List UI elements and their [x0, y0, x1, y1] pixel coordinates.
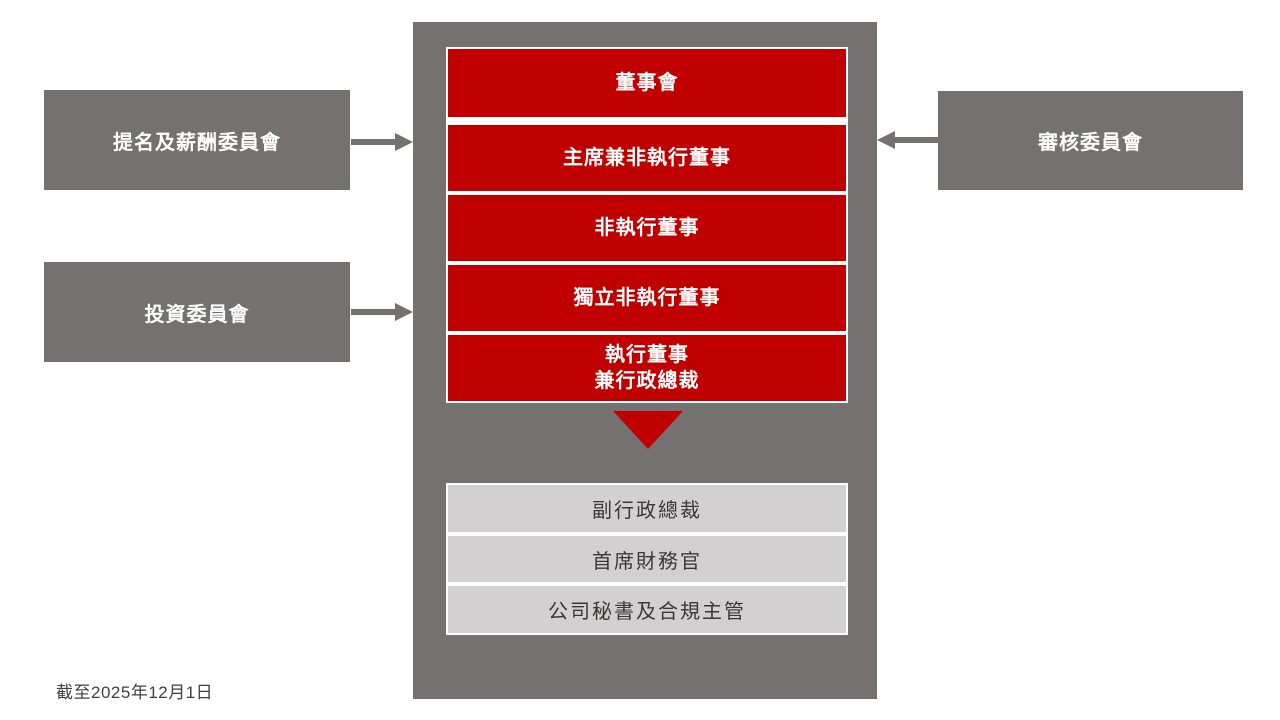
board-level-chairman-non-executive-director: 主席兼非執行董事 [448, 125, 846, 191]
board-level-executive-director-ceo: 執行董事 兼行政總裁 [448, 335, 846, 401]
management-stack: 副行政總裁 首席財務官 公司秘書及合規主管 [446, 483, 848, 635]
management-level-company-secretary-compliance-head: 公司秘書及合規主管 [448, 586, 846, 633]
board-level-board-of-directors: 董事會 [448, 49, 846, 117]
management-level-cfo: 首席財務官 [448, 536, 846, 582]
board-stack: 董事會 主席兼非執行董事 非執行董事 獨立非執行董事 執行董事 兼行政總裁 [446, 47, 848, 403]
down-arrow-icon [613, 411, 683, 449]
arrow-shaft [351, 309, 397, 315]
arrow-shaft [893, 137, 938, 143]
board-level-non-executive-directors: 非執行董事 [448, 195, 846, 261]
left-arrow-icon [877, 131, 938, 149]
committee-nomination-remuneration: 提名及薪酬委員會 [44, 90, 350, 190]
arrow-head [395, 133, 413, 151]
management-level-deputy-ceo: 副行政總裁 [448, 485, 846, 532]
arrow-head [395, 303, 413, 321]
committee-audit: 審核委員會 [938, 91, 1243, 190]
arrow-shaft [351, 139, 397, 145]
arrow-head [877, 131, 895, 149]
right-arrow-icon [351, 133, 413, 151]
right-arrow-icon [351, 303, 413, 321]
board-level-independent-non-executive-directors: 獨立非執行董事 [448, 265, 846, 331]
as-of-date-note: 截至2025年12月1日 [56, 683, 214, 702]
committee-investment: 投資委員會 [44, 262, 350, 362]
